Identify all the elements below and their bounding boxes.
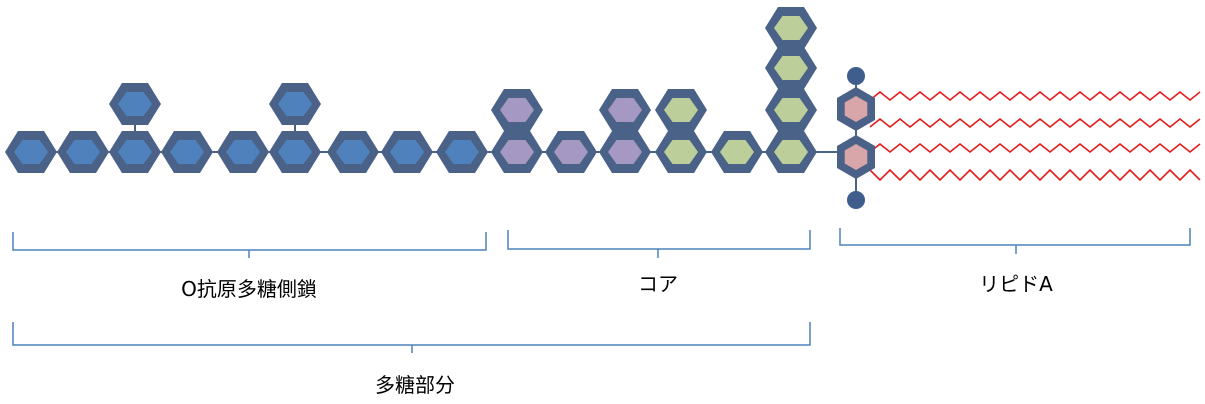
blue-hexagon-sugar-icon [109,83,161,125]
blue-hexagon-sugar-icon [381,131,433,173]
green-hexagon-sugar-icon [765,131,817,173]
purple-hexagon-sugar-icon [491,131,543,173]
blue-hexagon-sugar-icon [5,131,57,173]
o-antigen-label: O抗原多糖側鎖 [181,277,317,301]
phosphate-icon [847,67,865,85]
polysaccharide-label: 多糖部分 [375,373,455,397]
blue-hexagon-sugar-icon [217,131,269,173]
fatty-acid-chain [869,142,1201,154]
blue-hexagon-sugar-icon [109,131,161,173]
blue-hexagon-sugar-icon [436,131,488,173]
lipid-a-bracket [839,228,1191,254]
blue-hexagon-sugar-icon [327,131,379,173]
o-antigen-chain [5,83,488,173]
green-hexagon-sugar-icon [711,131,763,173]
core-label: コア [638,272,678,296]
green-hexagon-sugar-icon [765,47,817,89]
core-bracket [507,230,811,258]
lipid-a-head [837,67,875,209]
green-hexagon-sugar-icon [765,89,817,131]
blue-hexagon-sugar-icon [57,131,109,173]
purple-hexagon-sugar-icon [545,131,597,173]
polysaccharide-bracket [12,322,811,353]
fatty-acid-chain [869,90,1201,102]
green-hexagon-sugar-icon [655,131,707,173]
pink-hexagon-sugar-icon [837,87,875,131]
fatty-acid-chain [869,117,1201,129]
green-hexagon-sugar-icon [765,7,817,49]
purple-hexagon-sugar-icon [599,89,651,131]
lipid-a-label: リピドA [979,272,1053,296]
o-antigen-bracket [12,232,487,258]
purple-hexagon-sugar-icon [491,89,543,131]
phosphate-icon [847,191,865,209]
blue-hexagon-sugar-icon [161,131,213,173]
purple-hexagon-sugar-icon [599,131,651,173]
blue-hexagon-sugar-icon [269,131,321,173]
fatty-acid-chain [869,168,1201,182]
core-chain [491,7,817,173]
green-hexagon-sugar-icon [655,89,707,131]
blue-hexagon-sugar-icon [269,83,321,125]
fatty-acid-chains [869,90,1201,182]
pink-hexagon-sugar-icon [837,135,875,179]
